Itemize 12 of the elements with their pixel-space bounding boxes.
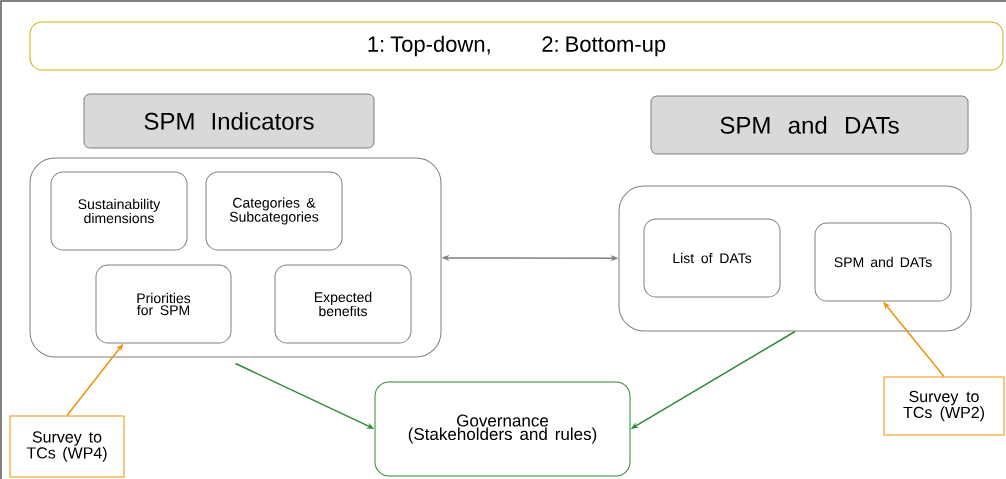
governance-box: Governance (Stakeholders and rules) <box>374 381 631 477</box>
process-box: Priorities for SPM <box>95 264 232 344</box>
process-box: Expected benefits <box>274 264 412 344</box>
header-box: SPM Indicators <box>83 93 375 149</box>
process-box: Categories & Subcategories <box>205 171 343 251</box>
process-box: List of DATs <box>643 218 781 298</box>
header-box: SPM and DATs <box>650 95 969 155</box>
process-box: Sustainability dimensions <box>50 171 188 251</box>
process-box: SPM and DATs <box>814 222 952 302</box>
note-box: Survey to TCs (WP2) <box>883 376 1005 436</box>
note-box: Survey to TCs (WP4) <box>9 415 125 478</box>
title-box: 1: Top-down, 2: Bottom-up <box>29 21 1004 71</box>
